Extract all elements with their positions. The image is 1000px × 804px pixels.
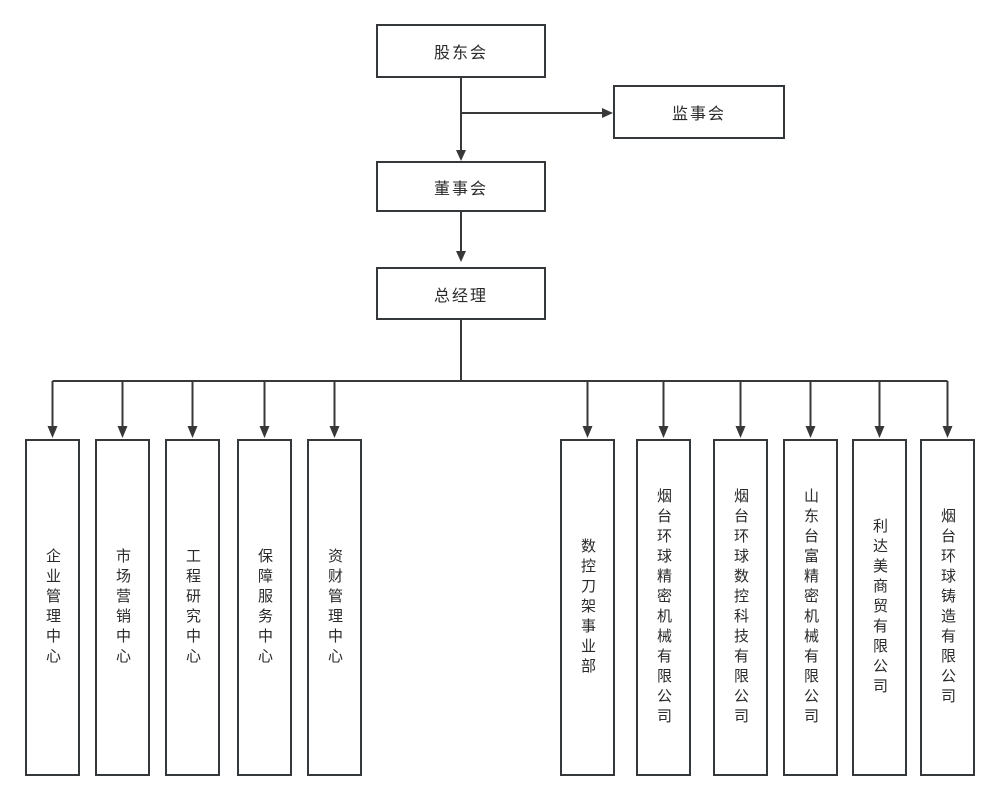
dept-label: 市场营销中心 [114, 547, 131, 668]
node-general-manager: 总经理 [376, 267, 546, 320]
node-label: 监事会 [671, 106, 726, 123]
dept-label: 资财管理中心 [326, 547, 343, 668]
dept-finance-management-center: 资财管理中心 [307, 439, 362, 776]
dept-label: 企业管理中心 [44, 547, 61, 668]
dept-label: 烟台环球精密机械有限公司 [655, 487, 672, 728]
dept-support-service-center: 保障服务中心 [237, 439, 292, 776]
dept-yantai-global-casting: 烟台环球铸造有限公司 [920, 439, 975, 776]
dept-label: 利达美商贸有限公司 [871, 517, 888, 698]
node-board-of-directors: 董事会 [376, 161, 546, 212]
dept-yantai-global-precision-machinery: 烟台环球精密机械有限公司 [636, 439, 691, 776]
dept-label: 保障服务中心 [256, 547, 273, 668]
dept-engineering-research-center: 工程研究中心 [165, 439, 220, 776]
dept-enterprise-management-center: 企业管理中心 [25, 439, 80, 776]
dept-label: 烟台环球铸造有限公司 [939, 507, 956, 708]
node-shareholders-meeting: 股东会 [376, 24, 546, 78]
dept-cnc-turret-division: 数控刀架事业部 [560, 439, 615, 776]
node-label: 股东会 [433, 45, 488, 62]
dept-label: 山东台富精密机械有限公司 [802, 487, 819, 728]
node-label: 总经理 [433, 287, 488, 305]
dept-lidamei-trading: 利达美商贸有限公司 [852, 439, 907, 776]
dept-yantai-global-cnc-technology: 烟台环球数控科技有限公司 [713, 439, 768, 776]
dept-label: 烟台环球数控科技有限公司 [732, 487, 749, 728]
node-supervisory-board: 监事会 [613, 85, 785, 139]
dept-label: 数控刀架事业部 [579, 537, 596, 678]
dept-label: 工程研究中心 [184, 547, 201, 668]
node-label: 董事会 [433, 180, 488, 198]
arrowheads [47, 108, 953, 438]
dept-marketing-center: 市场营销中心 [95, 439, 150, 776]
dept-shandong-taifu-precision-machinery: 山东台富精密机械有限公司 [783, 439, 838, 776]
